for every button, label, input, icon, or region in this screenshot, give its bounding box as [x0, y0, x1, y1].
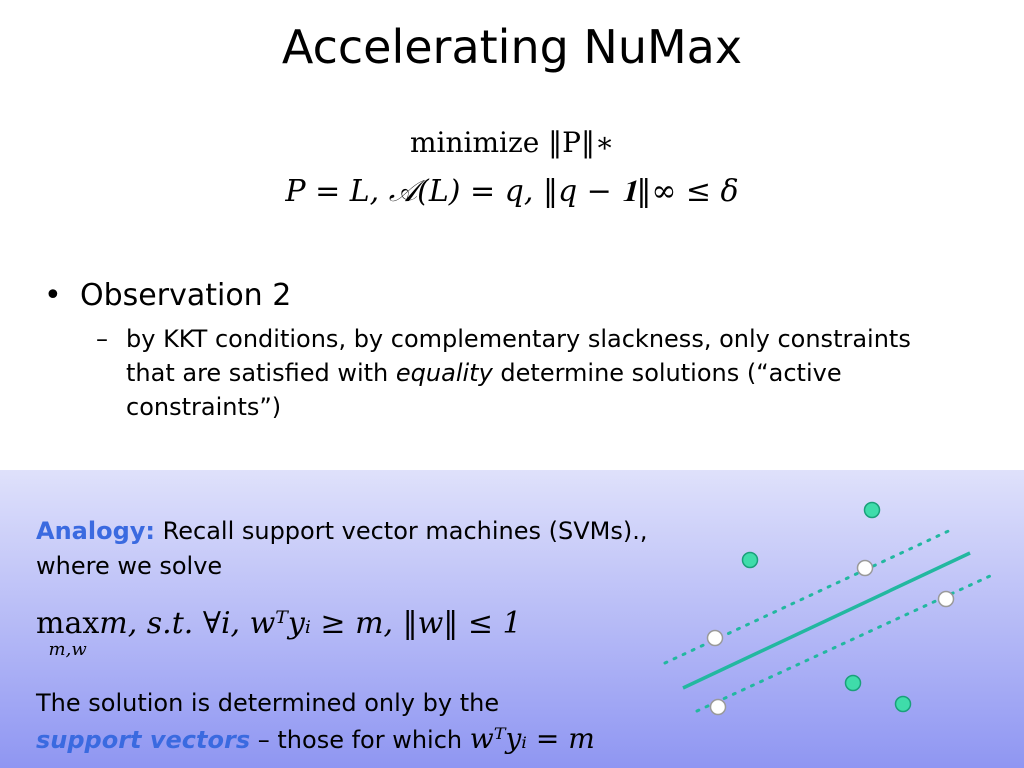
sub-text-emphasis: equality: [395, 359, 493, 387]
support-vector-point: [856, 559, 874, 577]
data-point-green: [844, 674, 862, 692]
sub-text-before: by KKT conditions, by complementary slac…: [126, 325, 911, 387]
solution-paragraph: The solution is determined only by the s…: [36, 686, 736, 758]
solution-text: The solution is determined only by the: [36, 689, 500, 717]
support-vector-point: [709, 698, 727, 716]
support-vector-point: [937, 590, 955, 608]
sub-text-after: determine solutions (“active constraints…: [126, 359, 842, 421]
slide-title: Accelerating NuMax: [281, 20, 743, 74]
bullet-observation: • Observation 2: [44, 278, 291, 313]
solution-math: wᵀyᵢ = m: [469, 722, 595, 755]
sub-bullet-text: by KKT conditions, by complementary slac…: [126, 322, 916, 424]
max-subscript: m,w: [48, 639, 87, 660]
objective-equation: minimize ‖P‖∗: [409, 126, 615, 159]
data-point-green: [863, 501, 881, 519]
bullet-dot-icon: •: [44, 278, 62, 313]
analogy-paragraph: Analogy: Recall support vector machines …: [36, 514, 656, 584]
solution-tail: – those for which: [250, 726, 470, 754]
support-vector-point: [706, 629, 724, 647]
support-vectors-term: support vectors: [36, 726, 251, 754]
analogy-panel: Analogy: Recall support vector machines …: [0, 470, 1024, 768]
max-word: max: [36, 606, 100, 641]
constraint-equation: P = L, 𝒜(L) = q, ‖q − 𝟏‖∞ ≤ δ: [285, 174, 739, 209]
analogy-text: Recall support vector machines (SVMs)., …: [36, 517, 648, 580]
sub-bullet: – by KKT conditions, by complementary sl…: [96, 322, 916, 424]
data-point-green: [741, 551, 759, 569]
dash-icon: –: [96, 325, 108, 353]
data-point-green: [894, 695, 912, 713]
svm-diagram: [663, 501, 992, 716]
analogy-label: Analogy:: [36, 517, 155, 545]
bullet-text: Observation 2: [80, 278, 292, 313]
separating-hyperplane: [682, 551, 971, 690]
svm-constraints: m, s.t. ∀i, wᵀyᵢ ≥ m, ‖w‖ ≤ 1: [99, 606, 522, 641]
